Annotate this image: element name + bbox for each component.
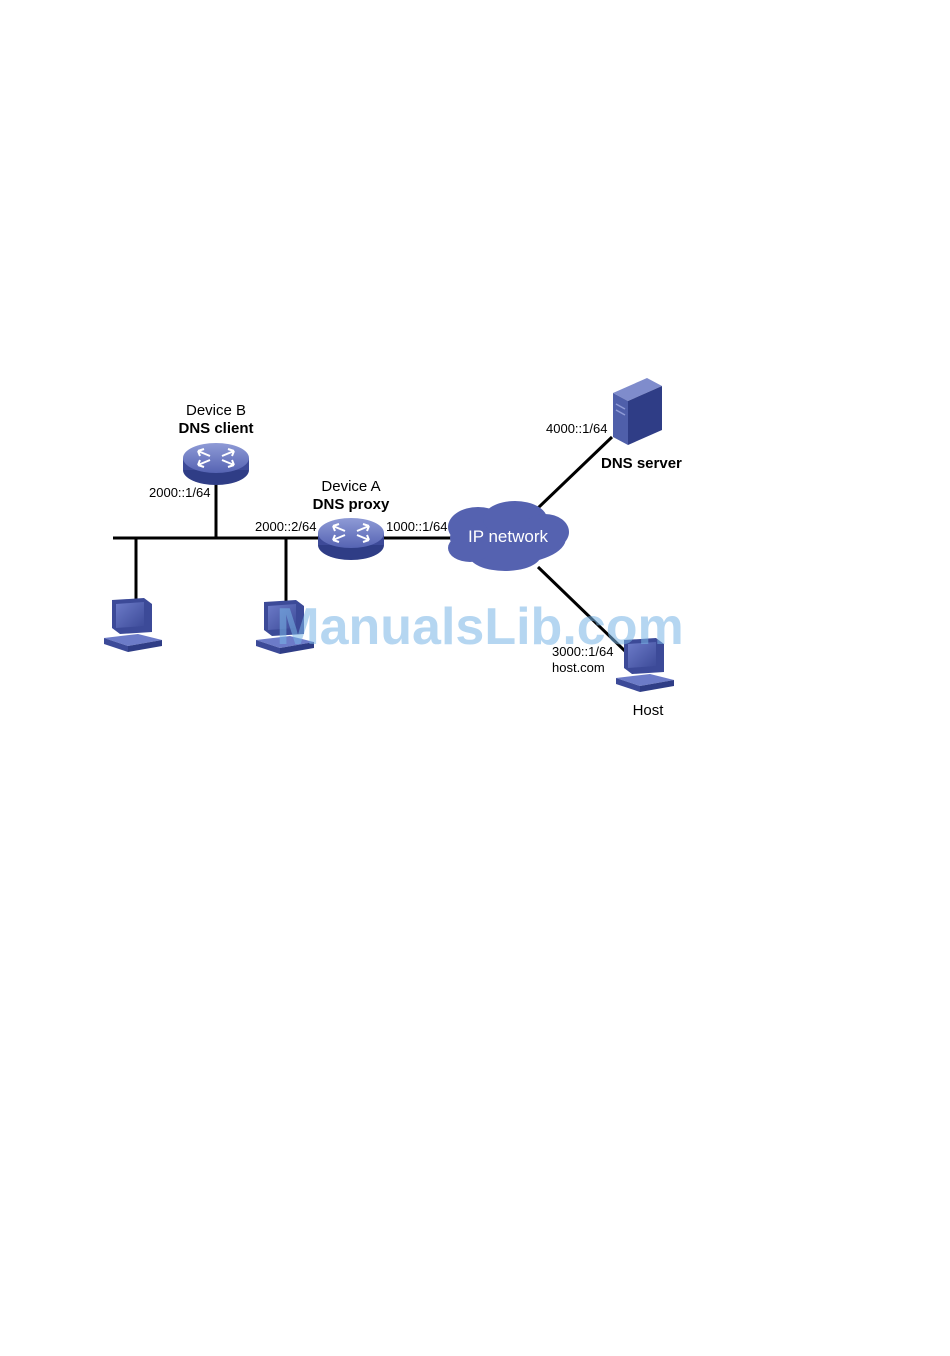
device-b-ip: 2000::1/64 — [149, 485, 210, 500]
device-a-ip-left: 2000::2/64 — [255, 519, 316, 534]
device-b-name: Device B — [186, 402, 246, 419]
device-a-role: DNS proxy — [313, 496, 390, 513]
host-name: Host — [633, 702, 665, 719]
device-a-name: Device A — [321, 478, 380, 495]
link-cloud-dns-server — [538, 437, 612, 508]
device-a-ip-right: 1000::1/64 — [386, 519, 447, 534]
watermark: ManualsLib.com — [276, 598, 683, 656]
pc-1-icon — [104, 598, 162, 652]
device-b-role: DNS client — [178, 420, 253, 437]
dns-server-icon — [613, 378, 662, 445]
host-domain: host.com — [552, 660, 605, 675]
dns-server-role: DNS server — [601, 455, 682, 472]
device-b-router-icon — [183, 443, 249, 485]
dns-server-ip: 4000::1/64 — [546, 421, 607, 436]
device-a-router-icon — [318, 518, 384, 560]
cloud-label: IP network — [468, 527, 549, 546]
